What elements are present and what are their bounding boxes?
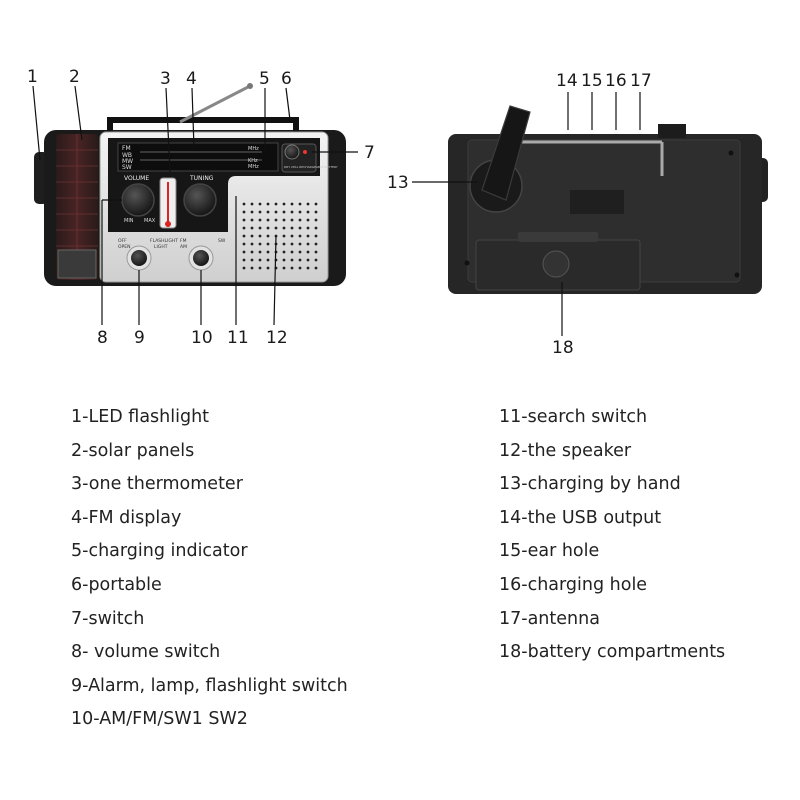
switch-label-am: AM	[180, 244, 187, 250]
callout-4: 4	[186, 69, 197, 89]
legend-item-11: 11-search switch	[499, 407, 648, 427]
back-label-slot	[570, 190, 624, 214]
callout-11: 11	[227, 328, 249, 348]
callout-3: 3	[160, 69, 171, 89]
switch-label-light: LIGHT	[154, 244, 168, 250]
band-wb: WB	[122, 152, 132, 159]
fm-display: FM WB MW SW MHz KHz MHz	[117, 142, 279, 172]
antenna-mount	[658, 124, 686, 138]
unit-mhz: MHz	[248, 146, 259, 152]
charging-indicator-led	[303, 150, 307, 154]
tuning-label: TUNING	[189, 175, 214, 182]
callout-1: 1	[27, 67, 38, 87]
switch-label-open: OPEN	[118, 244, 130, 250]
carry-handle	[107, 117, 299, 134]
solar-panel	[56, 134, 98, 280]
radio-back-view	[448, 105, 768, 294]
legend-item-8: 8- volume switch	[71, 642, 221, 663]
legend-item-17: 17-antenna	[499, 608, 600, 629]
legend-item-12: 12-the speaker	[499, 440, 632, 461]
telescopic-antenna	[179, 84, 251, 124]
band-switch[interactable]	[193, 250, 209, 266]
unit-khz: KHz	[248, 158, 258, 164]
legend-item-3: 3-one thermometer	[71, 474, 243, 495]
volume-label: VOLUME	[124, 175, 149, 182]
callout-10: 10	[191, 328, 213, 348]
volume-knob[interactable]	[121, 183, 155, 217]
legend-item-2: 2-solar panels	[71, 440, 195, 461]
callout-numbers: 1 2 3 4 5 6 7 8 9 10 11 12 13 14 15 16 1…	[27, 67, 652, 358]
band-sw: SW	[122, 164, 132, 171]
power-switch[interactable]: DRY CELL RECHARGEABLE BATTERY	[281, 143, 338, 173]
switch-label-off: OFF	[118, 238, 127, 244]
callout-5: 5	[259, 69, 270, 89]
callout-8: 8	[97, 328, 108, 348]
legend-item-9: 9-Alarm, lamp, flashlight switch	[71, 675, 348, 696]
callout-6: 6	[281, 69, 292, 89]
legend-left-column: 1-LED flashlight 2-solar panels 3-one th…	[71, 404, 348, 740]
callout-9: 9	[134, 328, 145, 348]
screw	[464, 260, 470, 266]
legend-item-10: 10-AM/FM/SW1 SW2	[71, 709, 248, 730]
switch-label-flashlight: FLASHLIGHT	[150, 238, 178, 244]
legend-item-14: 14-the USB output	[499, 507, 662, 528]
callout-13: 13	[387, 173, 409, 193]
band-mw: MW	[122, 158, 133, 165]
callout-17: 17	[630, 71, 652, 91]
callout-7: 7	[364, 143, 375, 163]
legend-item-5: 5-charging indicator	[71, 541, 248, 562]
legend-item-1: 1-LED flashlight	[71, 407, 210, 427]
antenna-tip	[247, 83, 253, 89]
legend-item-4: 4-FM display	[71, 507, 182, 528]
legend-item-16: 16-charging hole	[499, 574, 648, 595]
hand-crank[interactable]	[469, 105, 531, 213]
legend-item-15: 15-ear hole	[499, 541, 600, 562]
legend-item-7: 7-switch	[71, 608, 145, 629]
legend-item-13: 13-charging by hand	[499, 474, 681, 495]
volume-max-label: MAX	[144, 218, 156, 224]
screw	[728, 150, 734, 156]
callout-18: 18	[552, 338, 574, 358]
unit-mhz-sw: MHz	[248, 164, 259, 170]
speaker-grille	[240, 198, 320, 272]
screw	[734, 272, 740, 278]
callout-14: 14	[556, 71, 578, 91]
switch-label-fm: FM	[180, 238, 187, 244]
battery-type-label: DRY CELL RECHARGEABLE BATTERY	[284, 165, 338, 169]
tuning-knob[interactable]	[183, 183, 217, 217]
callout-15: 15	[581, 71, 603, 91]
function-switch[interactable]	[131, 250, 147, 266]
radio-front-view: FM WB MW SW MHz KHz MHz DRY CELL RECHARG…	[34, 83, 346, 286]
battery-latch	[518, 232, 598, 242]
callout-12: 12	[266, 328, 288, 348]
leader-lines	[32, 85, 641, 336]
thermometer	[159, 177, 177, 229]
legend-right-column: 11-search switch 12-the speaker 13-charg…	[499, 404, 725, 673]
product-diagram: FM WB MW SW MHz KHz MHz DRY CELL RECHARG…	[27, 67, 768, 358]
band-fm: FM	[122, 145, 131, 152]
legend-item-6: 6-portable	[71, 574, 162, 595]
battery-cover-thumb	[542, 250, 570, 278]
callout-16: 16	[605, 71, 627, 91]
callout-2: 2	[69, 67, 80, 87]
volume-min-label: MIN	[124, 218, 134, 224]
legend-item-18: 18-battery compartments	[499, 642, 726, 663]
switch-label-sw: SW	[218, 238, 226, 244]
